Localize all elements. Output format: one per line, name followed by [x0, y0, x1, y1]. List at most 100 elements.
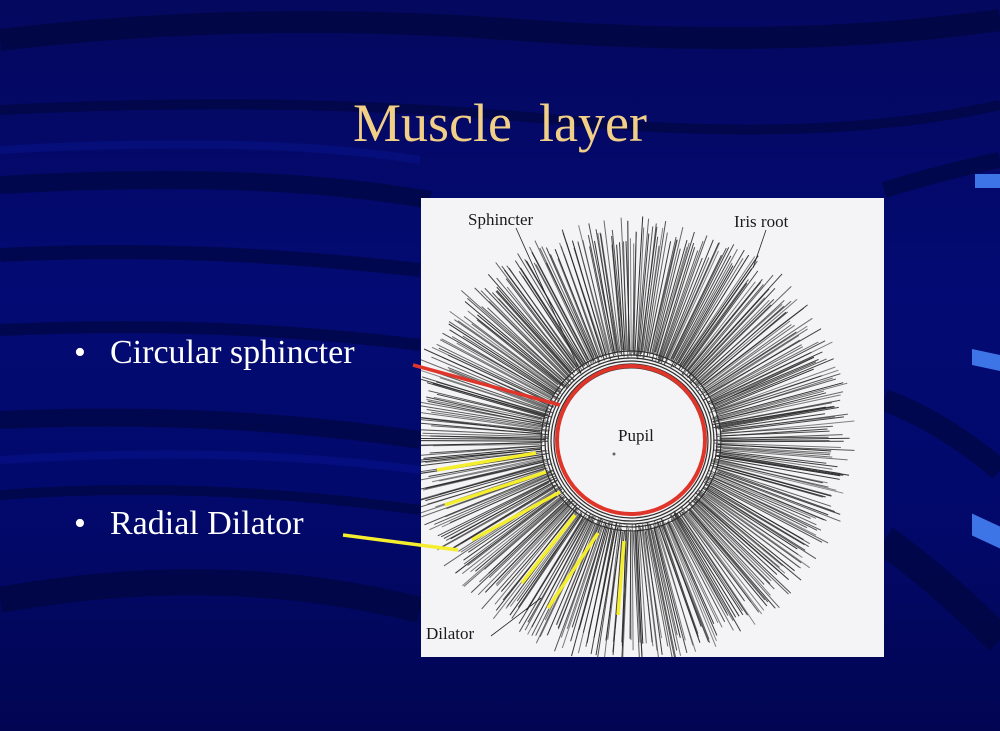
iris-fiber: [501, 265, 578, 368]
iris-fiber: [545, 247, 595, 358]
iris-fiber: [706, 476, 822, 531]
iris-fiber: [649, 523, 678, 651]
iris-fiber: [670, 255, 732, 368]
dilator-label: Dilator: [426, 624, 475, 643]
bullet-radial-dilator: • Radial Dilator: [74, 505, 304, 543]
iris-fiber: [710, 358, 827, 409]
iris-fiber: [588, 223, 616, 356]
iris-fiber: [710, 356, 815, 405]
iris-fiber: [716, 446, 831, 456]
sphincter-ring: [544, 354, 718, 528]
iris-fiber: [712, 467, 832, 507]
iris-fiber: [694, 497, 780, 572]
sphincter-ring: [550, 360, 712, 522]
iris-fiber: [661, 522, 711, 643]
iris-fiber: [533, 262, 591, 368]
iris-fiber: [678, 254, 750, 367]
iris-fiber: [441, 477, 550, 528]
iris-fiber: [681, 511, 746, 602]
iris-fiber: [665, 522, 717, 647]
iris-fiber: [707, 339, 801, 396]
iris-fiber: [703, 344, 802, 401]
iris-fiber: [712, 382, 844, 419]
iris-fiber: [688, 511, 768, 607]
iris-fiber: [711, 341, 833, 403]
iris-fiber: [654, 525, 686, 641]
iris-fiber: [715, 369, 839, 413]
iris-fiber: [667, 521, 718, 636]
iris-fiber: [717, 469, 835, 513]
iris-fiber: [693, 500, 792, 594]
iris-fiber: [633, 231, 637, 356]
pupil-label: Pupil: [618, 426, 654, 445]
iris-fiber: [578, 225, 611, 353]
bullet-dot: •: [74, 505, 86, 542]
iris-fiber: [421, 437, 546, 440]
iris-fiber: [673, 514, 742, 632]
iris-fiber: [690, 508, 780, 609]
iris-fiber: [708, 469, 841, 522]
iris-fiber: [697, 298, 798, 386]
iris-fiber: [680, 260, 758, 371]
iris-fiber: [670, 254, 722, 360]
iris-fiber: [431, 411, 543, 429]
iris-fiber: [496, 277, 575, 371]
iris-fiber: [611, 236, 623, 351]
iris-fiber: [716, 406, 839, 429]
iris-fiber: [719, 434, 843, 440]
iris-fiber: [713, 449, 827, 464]
iris-fiber: [653, 523, 688, 654]
iris-fiber: [611, 244, 623, 355]
iris-fiber: [716, 428, 828, 437]
iris-fiber: [644, 524, 669, 647]
iris-fiber: [563, 253, 603, 359]
iris-fiber: [595, 229, 618, 353]
bullet-text: Radial Dilator: [110, 505, 304, 542]
iris-fiber: [714, 368, 814, 410]
iris-fiber: [709, 464, 824, 498]
iris-fiber: [678, 511, 749, 616]
iris-fiber: [714, 356, 815, 405]
iris-fiber: [430, 435, 549, 439]
iris-fiber: [654, 239, 688, 353]
iris-fiber: [700, 311, 787, 385]
iris-fiber: [659, 240, 704, 363]
iris-fiber: [687, 281, 762, 372]
iris-fiber: [715, 454, 844, 476]
iris-fiber: [719, 457, 840, 480]
iris-fiber: [632, 531, 640, 657]
iris-fiber: [524, 258, 589, 368]
iris-fiber: [713, 406, 835, 429]
iris-fiber: [688, 509, 769, 603]
iris-fiber: [704, 483, 809, 548]
iris-fiber: [698, 489, 802, 564]
iris-fiber: [668, 250, 719, 359]
iris-fiber: [715, 455, 841, 477]
iris-fiber: [514, 260, 584, 368]
edge-accent-top: [975, 174, 1000, 188]
iris-fiber: [715, 420, 855, 435]
iris-fiber: [717, 444, 855, 451]
iris-fiber: [704, 476, 808, 529]
iris-fiber: [670, 518, 726, 623]
iris-fiber: [670, 514, 729, 616]
iris-fiber: [637, 529, 644, 644]
iris-fiber: [697, 492, 795, 572]
iris-fiber: [697, 499, 780, 568]
iris-fiber: [716, 472, 829, 516]
iris-fiber: [703, 486, 817, 560]
iris-fiber: [636, 227, 645, 356]
iris-fiber: [670, 247, 727, 361]
iris-fiber: [661, 235, 708, 361]
iris-fiber: [653, 520, 697, 652]
iris-fiber: [535, 264, 590, 364]
iris-fiber: [670, 522, 723, 628]
iris-fiber: [715, 377, 833, 417]
iris-fiber: [662, 519, 710, 640]
iris-fiber: [671, 244, 735, 363]
iris-fiber: [651, 248, 681, 361]
iris-fiber: [638, 226, 654, 355]
iris-fiber: [638, 524, 647, 644]
slide-title: Muscle layer: [353, 93, 647, 153]
